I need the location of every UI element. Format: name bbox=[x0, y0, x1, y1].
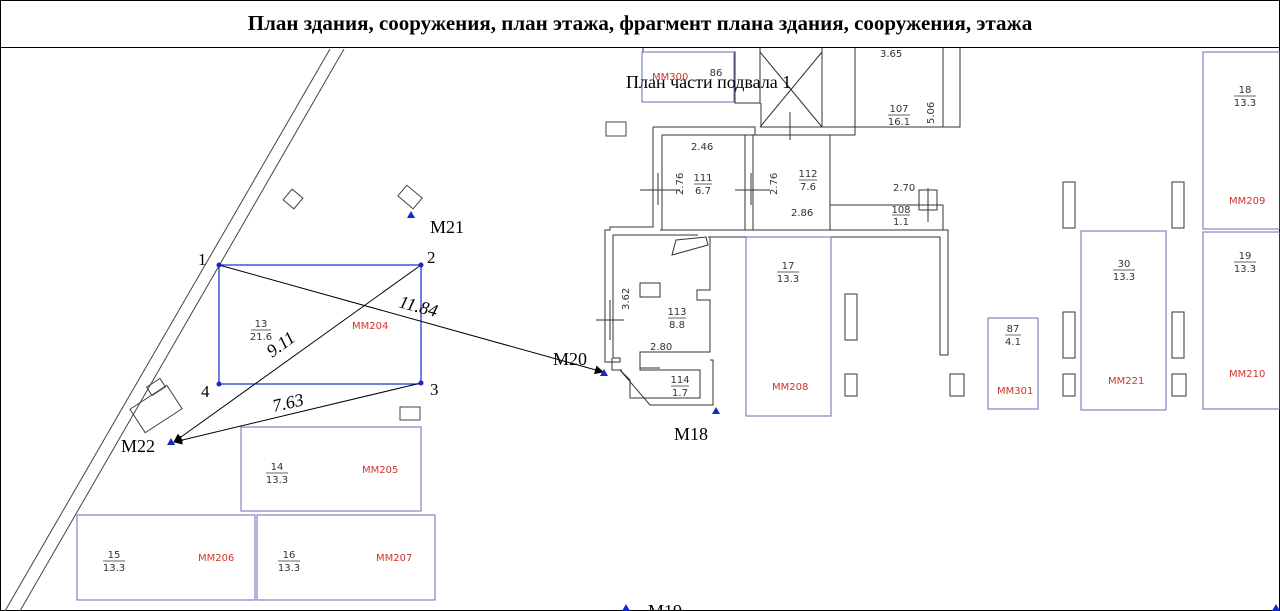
dim-3-65: 3.65 bbox=[880, 49, 902, 60]
marker-m20-label: M20 bbox=[553, 349, 587, 369]
room-108-number: 108 bbox=[891, 205, 910, 216]
room-13-code: ММ204 bbox=[352, 321, 388, 332]
room-87-number: 87 bbox=[1007, 324, 1020, 335]
room-114-area: 1.7 bbox=[672, 388, 688, 399]
room-18-number: 18 bbox=[1239, 85, 1252, 96]
right-rooms bbox=[641, 51, 1280, 417]
room-30-number: 30 bbox=[1118, 259, 1131, 270]
plan-title: План здания, сооружения, план этажа, фра… bbox=[0, 0, 1280, 48]
room-30-area: 13.3 bbox=[1113, 272, 1135, 283]
room-17-area: 13.3 bbox=[777, 274, 799, 285]
building-walls bbox=[596, 48, 961, 406]
plan-subtitle: План части подвала 1 bbox=[626, 72, 791, 92]
marker-m21-label: M21 bbox=[430, 217, 464, 237]
small-objects bbox=[129, 121, 627, 434]
room-18-code: ММ209 bbox=[1229, 196, 1265, 207]
room-16-number: 16 bbox=[283, 550, 296, 561]
point-4-label: 4 bbox=[201, 382, 210, 401]
room-13-number: 13 bbox=[255, 319, 268, 330]
room-15-code: ММ206 bbox=[198, 553, 234, 564]
room-16-code: ММ207 bbox=[376, 553, 412, 564]
room-14-number: 14 bbox=[271, 462, 284, 473]
room-17-code: ММ208 bbox=[772, 382, 808, 393]
room-112-area: 7.6 bbox=[800, 182, 816, 193]
distance-arrows bbox=[173, 264, 604, 445]
room-87-code: ММ301 bbox=[997, 386, 1033, 397]
dim-5-06: 5.06 bbox=[926, 102, 937, 124]
room-15-area: 13.3 bbox=[103, 563, 125, 574]
room-18-area: 13.3 bbox=[1234, 98, 1256, 109]
point-3-label: 3 bbox=[430, 380, 439, 399]
room-13-outline bbox=[218, 264, 422, 385]
room-113-number: 113 bbox=[667, 307, 686, 318]
dim-2-76-a: 2.76 bbox=[675, 173, 686, 195]
room-86-code: ММ300 bbox=[652, 72, 688, 83]
room-87-area: 4.1 bbox=[1005, 337, 1021, 348]
room-16-area: 13.3 bbox=[278, 563, 300, 574]
vertex-points bbox=[216, 262, 424, 387]
room-labels: 13 21.6 ММ204 14 13.3 ММ205 15 13.3 ММ20… bbox=[103, 68, 1265, 574]
marker-m18-label: M18 bbox=[674, 424, 708, 444]
room-114-number: 114 bbox=[670, 375, 689, 386]
room-107-area: 16.1 bbox=[888, 117, 910, 128]
dim-2-76-b: 2.76 bbox=[769, 173, 780, 195]
room-15-number: 15 bbox=[108, 550, 121, 561]
boundary-lines bbox=[4, 48, 345, 611]
dim-3-62: 3.62 bbox=[621, 288, 632, 310]
room-108-area: 1.1 bbox=[893, 217, 909, 228]
marker-m22-label: M22 bbox=[121, 436, 155, 456]
room-111-number: 111 bbox=[693, 173, 712, 184]
dim-2-70: 2.70 bbox=[893, 183, 915, 194]
room-19-code: ММ210 bbox=[1229, 369, 1265, 380]
room-86-number: 86 bbox=[710, 68, 723, 79]
room-111-area: 6.7 bbox=[695, 186, 711, 197]
left-rooms bbox=[76, 426, 436, 601]
marker-triangles bbox=[167, 211, 1280, 611]
room-13-area: 21.6 bbox=[250, 332, 272, 343]
room-14-code: ММ205 bbox=[362, 465, 398, 476]
room-113-area: 8.8 bbox=[669, 320, 685, 331]
room-17-number: 17 bbox=[782, 261, 795, 272]
room-19-area: 13.3 bbox=[1234, 264, 1256, 275]
room-19-number: 19 bbox=[1239, 251, 1252, 262]
room-14-area: 13.3 bbox=[266, 475, 288, 486]
room-112-number: 112 bbox=[798, 169, 817, 180]
marker-m19-label: M19 bbox=[648, 601, 682, 611]
columns bbox=[844, 181, 1187, 397]
point-1-label: 1 bbox=[198, 250, 207, 269]
dim-2-86: 2.86 bbox=[791, 208, 813, 219]
dimension-labels: 3.65 5.06 2.46 2.76 2.76 2.86 2.70 3.62 … bbox=[621, 49, 937, 353]
dim-2-80: 2.80 bbox=[650, 342, 672, 353]
room-107-number: 107 bbox=[889, 104, 908, 115]
point-2-label: 2 bbox=[427, 248, 436, 267]
dim-2-46: 2.46 bbox=[691, 142, 713, 153]
room-30-code: ММ221 bbox=[1108, 376, 1144, 387]
